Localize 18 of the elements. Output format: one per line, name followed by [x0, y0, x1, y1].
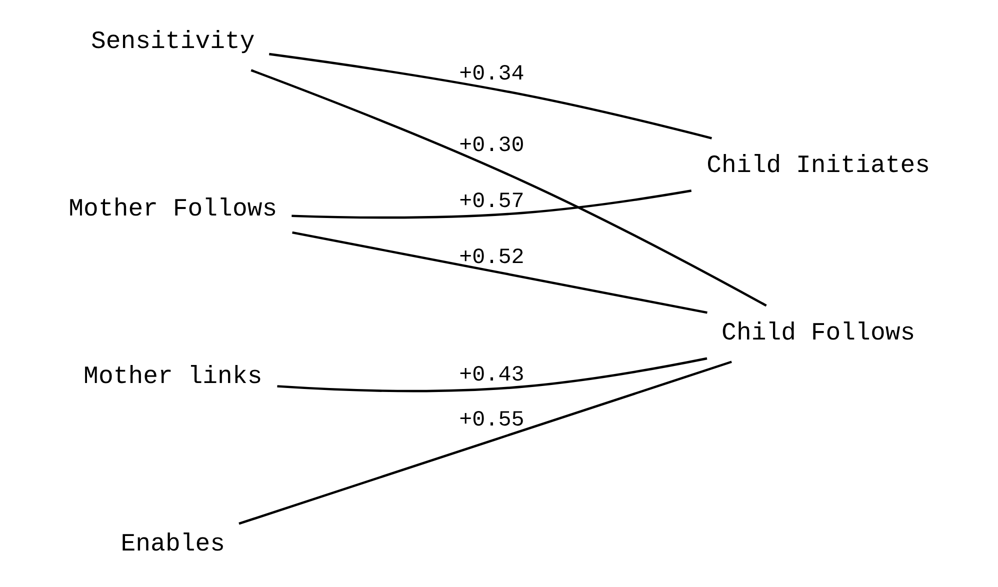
- edge-label: +0.43: [458, 362, 524, 388]
- edge-label: +0.57: [458, 188, 524, 214]
- connector: [276, 357, 707, 392]
- connector: [292, 231, 707, 314]
- node-text: Enables: [120, 530, 225, 559]
- edge-label: +0.30: [458, 133, 524, 158]
- connector: [291, 190, 692, 219]
- node-text: Mother Follows: [68, 196, 277, 224]
- node-text: Child Initiates: [706, 152, 930, 180]
- connector: [250, 69, 766, 307]
- node-text: Child Follows: [721, 320, 915, 348]
- connector: [268, 52, 712, 140]
- edge-label: +0.34: [458, 62, 524, 87]
- node-text: Sensitivity: [90, 28, 254, 56]
- node-text: Mother links: [83, 363, 262, 392]
- connector: [238, 360, 732, 525]
- edge-label: +0.52: [458, 244, 524, 270]
- edge-label: +0.55: [458, 408, 524, 433]
